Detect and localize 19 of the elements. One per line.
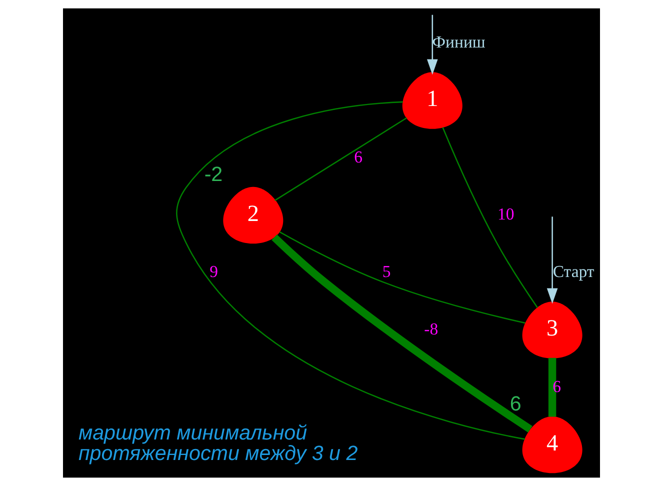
connector — [274, 117, 407, 201]
connector — [176, 101, 525, 440]
connector — [442, 127, 538, 308]
edge-label: 9 — [209, 262, 218, 282]
connector — [548, 358, 556, 417]
node-label: 6 — [509, 392, 521, 416]
edge-label: Финиш — [432, 32, 485, 52]
edge-label: 5 — [382, 262, 390, 282]
edge-label: 6 — [354, 147, 362, 166]
edge-label: 10 — [497, 204, 514, 224]
edge-label: 6 — [552, 376, 560, 396]
arrow — [546, 216, 558, 304]
arrow — [426, 14, 438, 75]
node-label: -2 — [204, 162, 222, 186]
edge-label: -8 — [424, 319, 438, 338]
edge-label: Старт — [552, 262, 594, 282]
connector — [271, 234, 532, 432]
label: маршрут минимальной протяженности между 3 и 2 — [78, 421, 358, 465]
connector — [278, 231, 525, 324]
